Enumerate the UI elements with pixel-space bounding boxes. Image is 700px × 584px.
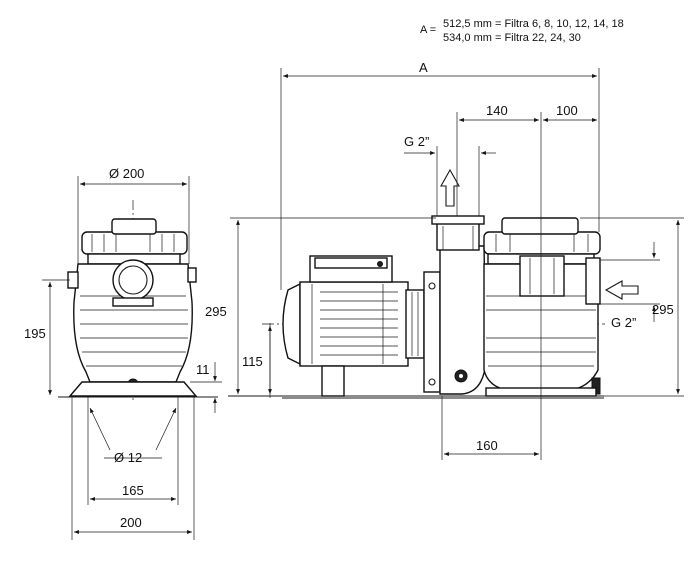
dim-overall-length: A — [419, 60, 428, 75]
dim-height-front: 195 — [24, 326, 46, 341]
side-view: A 140 100 G 2” G 2” 295 295 115 — [205, 60, 684, 460]
label-inlet-thread: G 2” — [611, 315, 636, 330]
strainer-lid — [483, 231, 601, 255]
motor-body — [299, 281, 409, 367]
note-line-1: 512,5 mm = Filtra 6, 8, 10, 12, 14, 18 — [443, 18, 624, 30]
motor-foot — [321, 365, 345, 397]
dim-outlet-offset: 140 — [486, 103, 508, 118]
front-right-tab — [187, 267, 197, 283]
label-outlet-thread: G 2” — [404, 134, 429, 149]
note-line-2: 534,0 mm = Filtra 22, 24, 30 — [443, 32, 581, 44]
dim-hole-diameter: Ø 12 — [114, 450, 142, 465]
dim-foot-height: 11 — [196, 362, 210, 377]
front-lid — [81, 231, 188, 255]
dim-height-left: 295 — [205, 304, 227, 319]
motor-coupling — [405, 289, 425, 359]
front-base — [68, 381, 198, 397]
dim-diameter-top: Ø 200 — [109, 166, 144, 181]
dim-height-right: 295 — [652, 302, 674, 317]
inlet-flow-arrow-icon — [604, 280, 639, 300]
pump-flange — [423, 271, 441, 393]
dim-shaft-height: 115 — [242, 354, 263, 369]
dim-base-spacing: 160 — [476, 438, 498, 453]
note-prefix: A = — [420, 24, 436, 36]
dim-base-width: 200 — [120, 515, 142, 530]
dim-bolt-spacing: 165 — [122, 483, 144, 498]
dim-strainer-offset: 100 — [556, 103, 578, 118]
dimension-note: A = 512,5 mm = Filtra 6, 8, 10, 12, 14, … — [420, 18, 624, 44]
front-lid-handle — [111, 218, 157, 235]
front-view: Ø 200 195 11 Ø 12 165 200 — [24, 166, 222, 540]
strainer-window — [519, 255, 565, 297]
strainer-lid-handle — [501, 217, 579, 235]
motor-end-cap — [282, 282, 301, 366]
inlet-port — [585, 257, 601, 305]
outlet-flow-arrow-icon — [440, 168, 460, 207]
